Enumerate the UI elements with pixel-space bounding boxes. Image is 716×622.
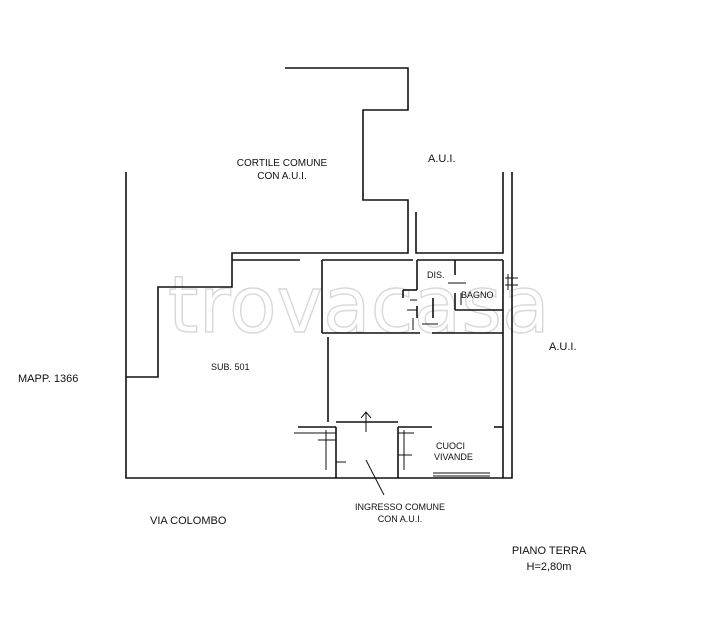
label-via: VIA COLOMBO [150,515,227,527]
label-dis: DIS. [427,270,445,280]
label-ingresso-line1: INGRESSO COMUNE [355,502,445,512]
trovacasa-watermark: trovacasa [168,261,550,351]
label-ingresso-line2: CON A.U.I. [378,514,423,524]
label-piano-line1: PIANO TERRA [512,545,587,557]
label-cortile-line2: CON A.U.I. [257,171,306,182]
label-sub: SUB. 501 [211,362,250,372]
label-cuoci-line2: VIVANDE [434,452,473,462]
label-cuoci-line1: CUOCI [436,441,465,451]
label-piano-line2: H=2,80m [527,561,572,573]
door-window-symbols [294,274,518,496]
plan-labels: CORTILE COMUNE CON A.U.I. A.U.I. A.U.I. … [18,153,587,573]
label-cortile-line1: CORTILE COMUNE [237,158,328,169]
label-mapp: MAPP. 1366 [18,373,78,385]
label-aui-top: A.U.I. [428,153,456,165]
label-bagno: BAGNO [461,290,494,300]
walls [125,67,513,479]
label-aui-right: A.U.I. [549,341,577,353]
